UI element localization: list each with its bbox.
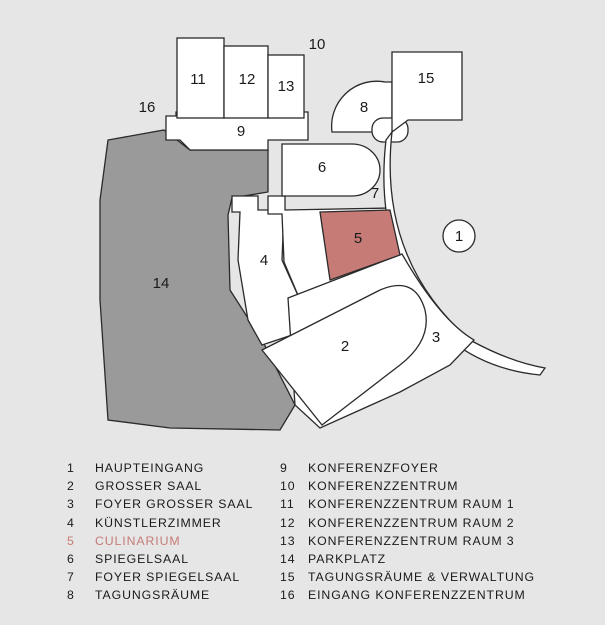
map-legend: 1 HAUPTEINGANG 2 GROSSER SAAL 3 FOYER GROSS… xyxy=(0,459,605,609)
legend-item: 8 TAGUNGSRÄUME xyxy=(67,586,253,604)
label-11: 11 xyxy=(190,71,206,88)
room-2-grosser-saal[interactable] xyxy=(260,284,427,426)
legend-item: 9 KONFERENZFOYER xyxy=(280,459,535,477)
legend-label: TAGUNGSRÄUME & VERWALTUNG xyxy=(308,570,536,585)
room-11[interactable] xyxy=(176,37,225,119)
label-13: 13 xyxy=(278,78,295,95)
label-3: 3 xyxy=(432,329,440,346)
legend-item: 4 KÜNSTLERZIMMER xyxy=(67,514,253,532)
legend-number: 16 xyxy=(280,588,296,603)
legend-label: FOYER SPIEGELSAAL xyxy=(95,570,241,585)
label-14: 14 xyxy=(153,275,170,292)
legend-label: SPIEGELSAAL xyxy=(95,552,189,567)
legend-item: 3 FOYER GROSSER SAAL xyxy=(67,495,253,513)
legend-item: 7 FOYER SPIEGELSAAL xyxy=(67,568,253,586)
legend-item: 1 HAUPTEINGANG xyxy=(67,459,253,477)
legend-number: 3 xyxy=(67,497,75,512)
legend-number: 11 xyxy=(280,497,295,512)
legend-column-left: 1 HAUPTEINGANG 2 GROSSER SAAL 3 FOYER GROSS… xyxy=(67,459,253,605)
legend-number: 8 xyxy=(67,588,75,603)
legend-number: 12 xyxy=(280,515,296,530)
room-13[interactable] xyxy=(267,54,305,119)
legend-label: EINGANG KONFERENZZENTRUM xyxy=(308,588,526,603)
room-5-culinarium[interactable] xyxy=(319,209,401,281)
legend-item: 2 GROSSER SAAL xyxy=(67,477,253,495)
legend-number: 6 xyxy=(67,552,75,567)
label-5: 5 xyxy=(354,230,362,247)
label-2: 2 xyxy=(341,338,349,355)
label-1: 1 xyxy=(455,228,463,245)
legend-label: KONFERENZZENTRUM xyxy=(308,479,459,494)
legend-item: 10 KONFERENZZENTRUM xyxy=(280,477,535,495)
legend-item: 12 KONFERENZZENTRUM RAUM 2 xyxy=(280,514,535,532)
label-10: 10 xyxy=(309,36,326,53)
legend-label: KONFERENZZENTRUM RAUM 1 xyxy=(308,497,515,512)
legend-item: 6 SPIEGELSAAL xyxy=(67,550,253,568)
label-16: 16 xyxy=(139,99,156,116)
legend-item: 16 EINGANG KONFERENZZENTRUM xyxy=(280,586,535,604)
legend-number: 9 xyxy=(280,461,288,476)
legend-number: 7 xyxy=(67,570,75,585)
room-15-verwaltung[interactable] xyxy=(391,51,463,134)
legend-label: FOYER GROSSER SAAL xyxy=(95,497,254,512)
legend-label: KONFERENZFOYER xyxy=(308,461,439,476)
label-12: 12 xyxy=(239,71,256,88)
legend-number: 10 xyxy=(280,479,296,494)
floor-plan-map: 1 2 3 4 5 6 7 8 9 10 11 12 13 14 15 16 xyxy=(99,36,547,431)
label-6: 6 xyxy=(318,159,326,176)
legend-number: 14 xyxy=(280,552,296,567)
legend-item-highlighted: 5 CULINARIUM xyxy=(67,532,253,550)
legend-item: 11 KONFERENZZENTRUM RAUM 1 xyxy=(280,495,535,513)
legend-item: 14 PARKPLATZ xyxy=(280,550,535,568)
legend-label: KONFERENZZENTRUM RAUM 3 xyxy=(308,533,515,548)
room-14-parking[interactable] xyxy=(99,129,296,431)
legend-label: CULINARIUM xyxy=(95,533,181,548)
legend-number: 15 xyxy=(280,570,296,585)
legend-label: TAGUNGSRÄUME xyxy=(95,588,211,603)
label-7: 7 xyxy=(371,185,379,202)
room-9-konferenzfoyer[interactable] xyxy=(165,111,309,151)
legend-label: KONFERENZZENTRUM RAUM 2 xyxy=(308,515,515,530)
room-6-spiegelsaal[interactable] xyxy=(281,143,381,197)
legend-number: 5 xyxy=(67,533,75,548)
legend-label: GROSSER SAAL xyxy=(95,479,203,494)
legend-number: 4 xyxy=(67,515,75,530)
label-8: 8 xyxy=(360,99,368,116)
room-1-haupteingang[interactable] xyxy=(442,219,476,253)
legend-item: 15 TAGUNGSRÄUME & VERWALTUNG xyxy=(280,568,535,586)
legend-item: 13 KONFERENZZENTRUM RAUM 3 xyxy=(280,532,535,550)
legend-number: 1 xyxy=(67,461,75,476)
label-4: 4 xyxy=(260,252,268,269)
legend-number: 2 xyxy=(67,479,75,494)
legend-label: PARKPLATZ xyxy=(308,552,387,567)
label-15: 15 xyxy=(418,70,435,87)
legend-number: 13 xyxy=(280,533,296,548)
legend-label: HAUPTEINGANG xyxy=(95,461,205,476)
legend-label: KÜNSTLERZIMMER xyxy=(95,515,222,530)
label-9: 9 xyxy=(237,123,245,140)
